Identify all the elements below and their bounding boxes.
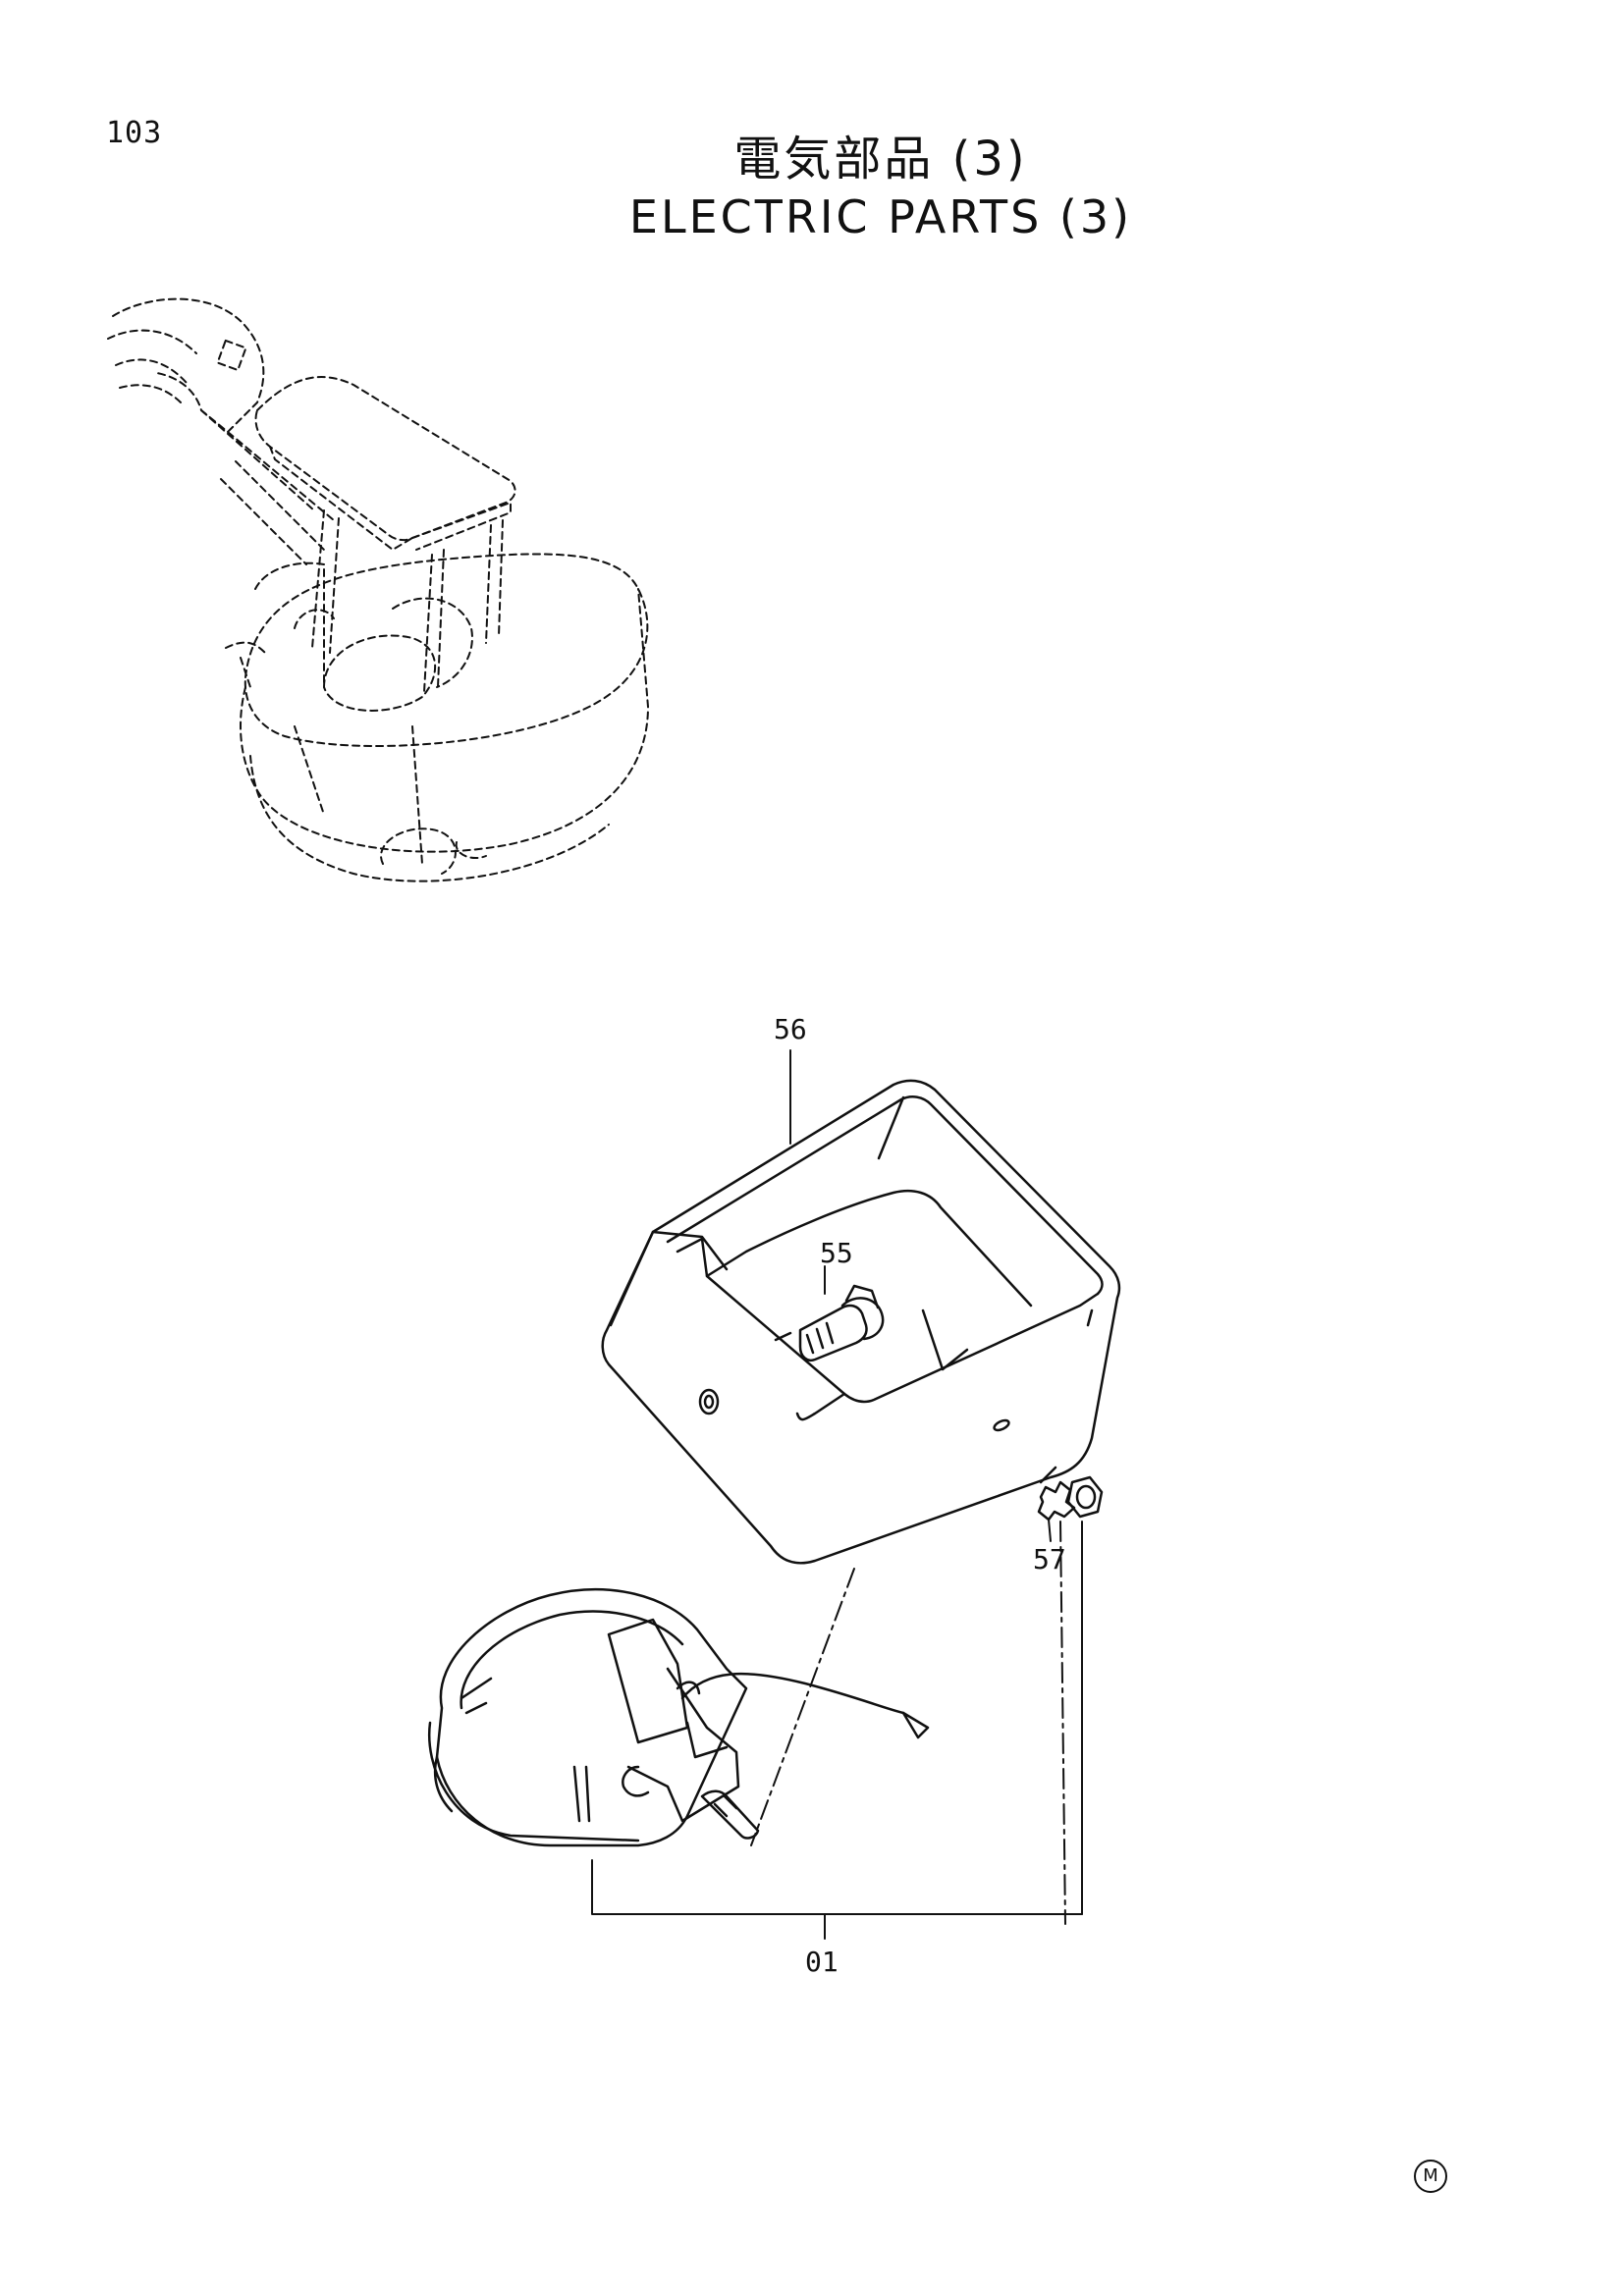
callout-01: 01 (805, 1946, 839, 1978)
title-english: ELECTRIC PARTS (3) (628, 190, 1133, 243)
title-japanese: 電気部品 (3) (733, 132, 1028, 187)
callout-57: 57 (1033, 1543, 1066, 1575)
callout-56: 56 (774, 1013, 807, 1045)
callout-55: 55 (820, 1237, 853, 1269)
lamp-housing-part (601, 1079, 1121, 1565)
page-title: 電気部品 (3) ELECTRIC PARTS (3) (0, 130, 1624, 245)
callout-leaders (591, 1049, 1083, 1940)
page-number: 103 (106, 116, 163, 150)
assembly-guide-lines (750, 1521, 1066, 1925)
machine-overview-illustration (107, 297, 649, 882)
work-light-part (427, 1588, 930, 1847)
callout-labels: 56 55 57 01 (774, 1013, 1066, 1978)
manufacturer-mark: M (1414, 2160, 1447, 2193)
screw-part (774, 1284, 885, 1362)
washer-nut-part (1037, 1466, 1104, 1522)
